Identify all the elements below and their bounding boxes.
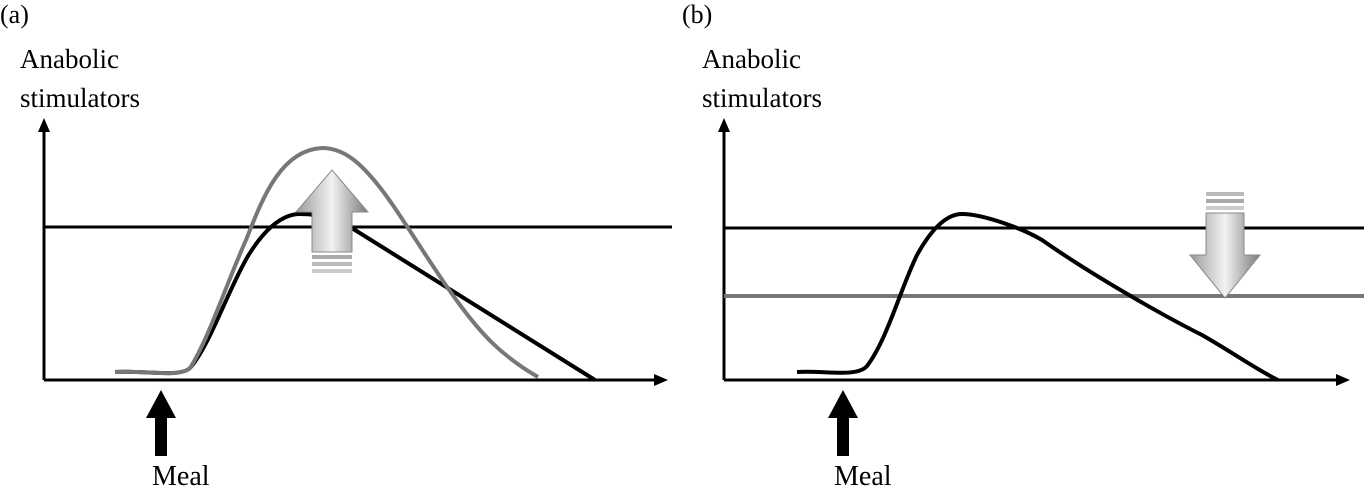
y-axis-b <box>718 118 730 380</box>
diagram-b <box>718 118 1364 456</box>
meal-arrow-icon-a <box>146 390 176 456</box>
y-axis-label-b: Anabolic stimulators <box>702 40 822 118</box>
response-curve-altered-a <box>114 145 540 379</box>
decrease-arrow-icon <box>1188 192 1262 299</box>
meal-label-b: Meal <box>834 461 892 492</box>
y-axis-a <box>38 118 50 380</box>
panel-label-b: (b) <box>682 0 713 29</box>
response-curve-baseline-b <box>796 211 1279 382</box>
meal-label-a: Meal <box>152 461 210 492</box>
x-axis-a <box>44 374 668 386</box>
panel-label-a: (a) <box>0 0 29 29</box>
response-curve-baseline-a <box>114 211 597 382</box>
increase-arrow-icon <box>294 169 370 273</box>
y-axis-label-a: Anabolic stimulators <box>20 40 140 118</box>
y-axis-label-line2-b: stimulators <box>702 83 822 113</box>
meal-arrow-icon-b <box>828 390 858 456</box>
panel-a: (a) Anabolic stimulators <box>0 0 682 492</box>
panel-b: (b) Anabolic stimulators <box>682 0 1364 492</box>
y-axis-label-line2-a: stimulators <box>20 83 140 113</box>
y-axis-label-line1-a: Anabolic <box>20 44 119 74</box>
diagram-a <box>38 118 672 456</box>
y-axis-label-line1-b: Anabolic <box>702 44 801 74</box>
x-axis-b <box>724 374 1350 386</box>
